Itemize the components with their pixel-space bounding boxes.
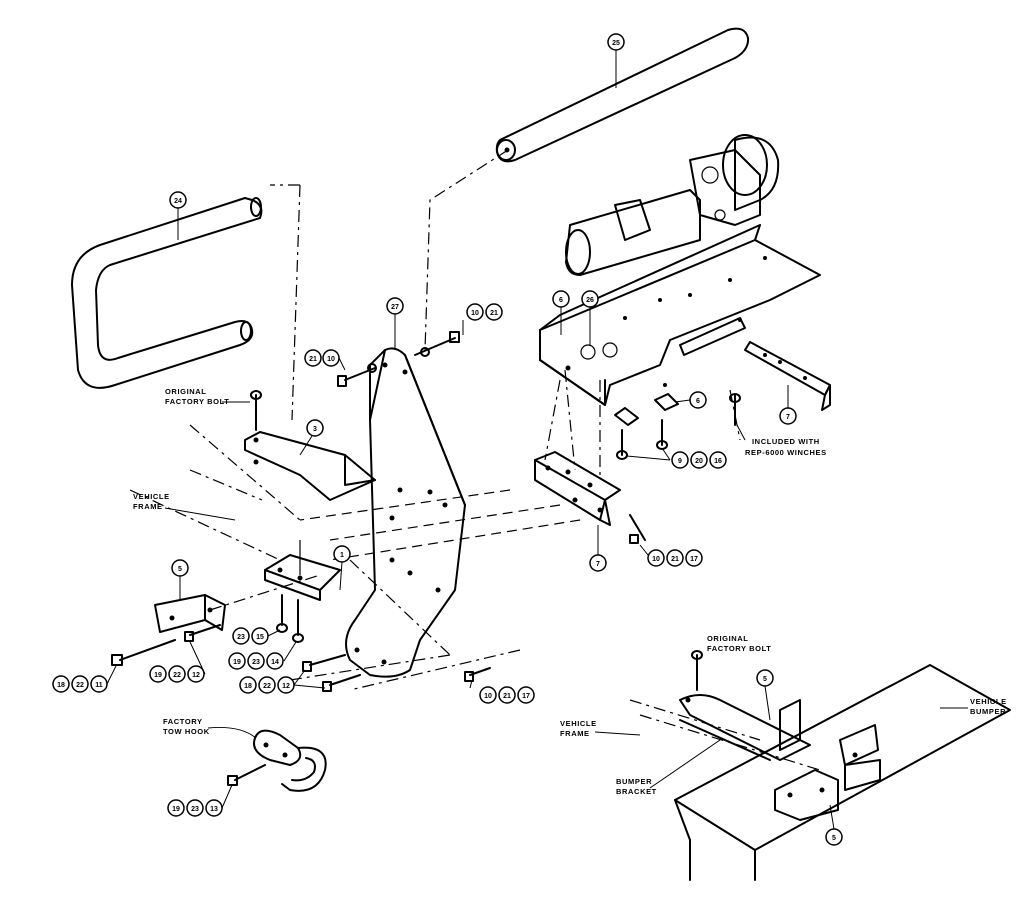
vehicle-frame-label-line2: FRAME [133, 502, 163, 511]
bolts [111, 331, 741, 786]
text-labels: ORIGINAL FACTORY BOLT VEHICLE FRAME FACT… [133, 387, 1007, 796]
vehicle-frame-2-label-line2: FRAME [560, 729, 590, 738]
callout-7b: 7 [596, 561, 600, 568]
included-with-label-line1: INCLUDED WITH [752, 437, 820, 446]
vehicle-frame-2-label-line1: VEHICLE [560, 719, 597, 728]
vehicle-bumper-label-line1: VEHICLE [970, 697, 1007, 706]
callout-18b: 18 [244, 683, 252, 690]
clip-nuts [614, 393, 679, 426]
callout-23c: 23 [191, 806, 199, 813]
original-factory-bolt-2-label-line1: ORIGINAL [707, 634, 748, 643]
callout-5b: 5 [763, 676, 767, 683]
bumper-detail [674, 664, 1011, 881]
vehicle-frame-label-line1: VEHICLE [133, 492, 170, 501]
callout-12b: 12 [282, 683, 290, 690]
callout-24: 24 [174, 198, 182, 205]
callout-23b: 23 [252, 659, 260, 666]
bumper-bracket-label-line1: BUMPER [616, 777, 652, 786]
winch-body [565, 134, 780, 276]
angle-bracket-5-left [154, 594, 226, 633]
callout-13: 13 [210, 806, 218, 813]
callout-23a: 23 [237, 634, 245, 641]
callout-14: 14 [271, 659, 279, 666]
factory-tow-hook-label-line2: TOW HOOK [163, 727, 210, 736]
original-factory-bolt-2-label-line2: FACTORY BOLT [707, 644, 771, 653]
callout-19b: 19 [154, 672, 162, 679]
callout-15: 15 [256, 634, 264, 641]
callout-10b: 10 [327, 356, 335, 363]
bumper-bracket-label-line2: BRACKET [616, 787, 657, 796]
callout-bubbles: 25 24 27 10 21 21 10 3 1 5 [52, 33, 843, 846]
original-factory-bolt-label-line1: ORIGINAL [165, 387, 206, 396]
callout-11: 11 [95, 682, 103, 689]
frame-bracket-3 [244, 431, 376, 501]
callout-9: 9 [678, 458, 682, 465]
callout-22c: 22 [263, 683, 271, 690]
callout-5a: 5 [178, 566, 182, 573]
callout-16: 16 [714, 458, 722, 465]
original-factory-bolt-label-line2: FACTORY BOLT [165, 397, 229, 406]
callout-7a: 7 [786, 414, 790, 421]
callout-6b: 6 [696, 398, 700, 405]
callout-21b: 21 [309, 356, 317, 363]
callout-21a: 21 [490, 310, 498, 317]
callout-21c: 21 [671, 556, 679, 563]
callout-10d: 10 [484, 693, 492, 700]
callout-19c: 19 [172, 806, 180, 813]
included-with-label-line2: REP-6000 WINCHES [745, 448, 827, 457]
factory-tow-hook [253, 729, 327, 792]
vehicle-bumper-label-line2: BUMPER [970, 707, 1006, 716]
handle-tube-24 [71, 197, 263, 389]
callout-17a: 17 [690, 556, 698, 563]
callout-10a: 10 [471, 310, 479, 317]
lower-plate-1 [264, 540, 341, 601]
callout-17b: 17 [522, 693, 530, 700]
factory-tow-hook-label-line1: FACTORY [163, 717, 203, 726]
callout-20: 20 [695, 458, 703, 465]
callout-3: 3 [313, 426, 317, 433]
callout-22a: 22 [76, 682, 84, 689]
angle-bracket-7-center [534, 451, 621, 526]
side-plate-27 [345, 347, 466, 678]
winch-mount-plate-6 [539, 224, 821, 406]
callout-6a: 6 [559, 297, 563, 304]
callout-19a: 19 [233, 659, 241, 666]
callout-5c: 5 [832, 835, 836, 842]
callout-10c: 10 [652, 556, 660, 563]
angle-bracket-7-right [744, 341, 831, 411]
callout-22b: 22 [173, 672, 181, 679]
callout-27: 27 [391, 304, 399, 311]
callout-18a: 18 [57, 682, 65, 689]
callout-12a: 12 [192, 672, 200, 679]
callout-26: 26 [586, 297, 594, 304]
callout-1: 1 [340, 552, 344, 559]
callout-25: 25 [612, 40, 620, 47]
roller-tube-25 [495, 27, 750, 163]
callout-21d: 21 [503, 693, 511, 700]
